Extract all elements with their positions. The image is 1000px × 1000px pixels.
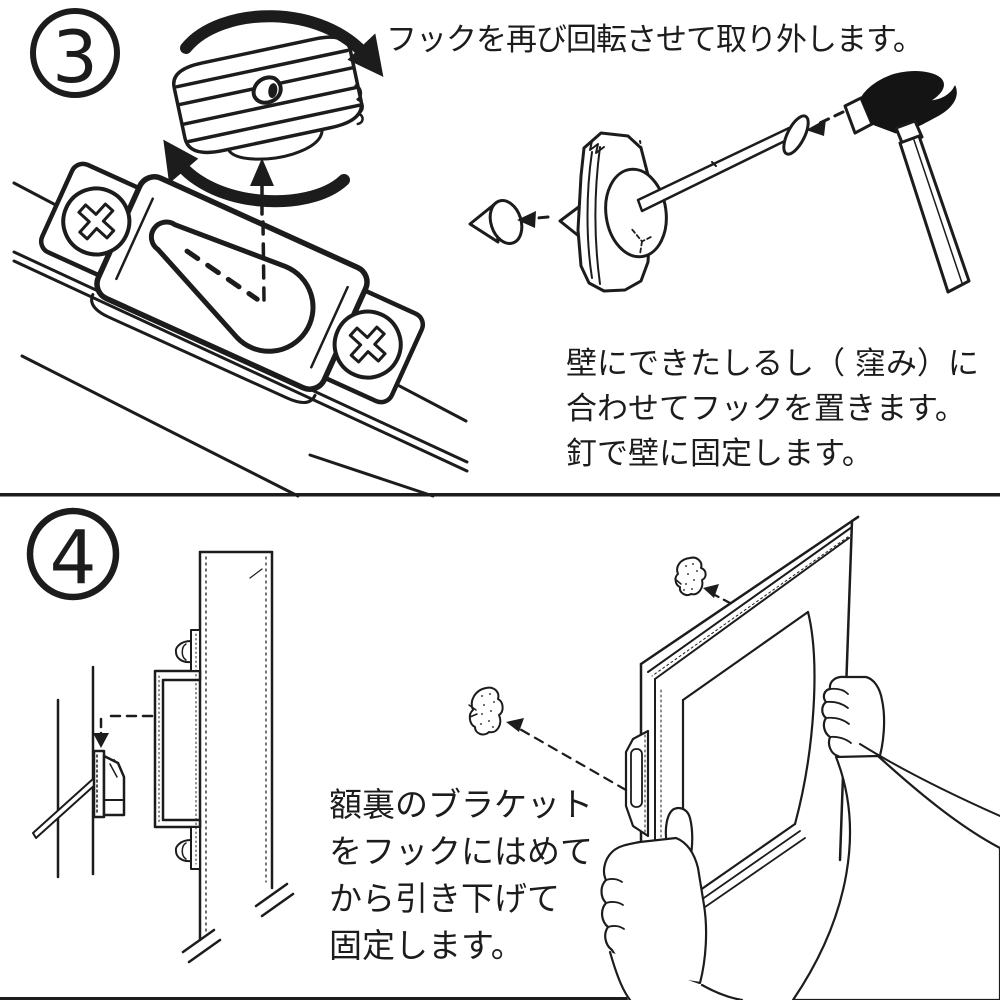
nail-head <box>782 114 810 156</box>
rotation-arrow-bottom <box>163 139 350 208</box>
nail-shaft <box>636 126 795 213</box>
hammer-icon <box>843 71 971 294</box>
teardrop-hole <box>251 75 283 105</box>
caption-line: 合わせてフックを置きます。 <box>566 391 966 427</box>
keyhole-bracket-plate <box>38 161 426 405</box>
caption-line: 額裏のブラケット <box>329 785 593 824</box>
frame-back-bracket <box>624 729 650 838</box>
caption-line: 壁にできたしるし（ 窪み）に <box>566 346 979 382</box>
frame-bar-side <box>181 550 295 964</box>
step3-badge: 3 <box>30 8 120 99</box>
hook-knob <box>604 167 668 259</box>
caption-line: 固定します。 <box>329 926 524 965</box>
nail-point-cone <box>468 199 550 245</box>
step4-badge: 4 <box>26 507 120 601</box>
right-hand <box>821 675 886 770</box>
step3-number: 3 <box>52 15 98 99</box>
left-hand <box>600 806 744 1000</box>
break-marks <box>181 882 295 964</box>
keyhole-slot <box>148 219 316 354</box>
step4-caption: 額裏のブラケット をフックにはめて から引き下げて 固定します。 <box>329 781 593 969</box>
caption-line: 釘で壁に固定します。 <box>566 436 873 472</box>
right-arm <box>791 743 1000 1000</box>
rotating-hook-knob <box>172 35 364 161</box>
picture-frame-with-hands <box>468 515 1000 1000</box>
wall-hook-upper <box>674 556 707 597</box>
step3-diagram: 3 <box>12 8 971 498</box>
step4-number: 4 <box>49 515 96 601</box>
wall-hook-lower <box>468 686 504 736</box>
phillips-screw-left <box>61 186 132 257</box>
wall-side-view <box>32 550 295 964</box>
hammer-handle <box>898 134 971 294</box>
step3-caption-right: 壁にできたしるし（ 窪み）に 合わせてフックを置きます。 釘で壁に固定します。 <box>566 342 979 477</box>
wall-hook-profile <box>92 749 126 819</box>
section-divider <box>0 493 1000 497</box>
hook-arrow-upper <box>703 584 732 605</box>
caption-line: から引き下げて <box>329 879 560 918</box>
hook-arrow-lower <box>506 718 628 792</box>
bracket-channel-side <box>153 629 202 870</box>
hammer-head <box>860 71 957 134</box>
step4-diagram: 4 <box>26 507 1000 1000</box>
caption-line: をフックにはめて <box>329 832 593 871</box>
phillips-screw-right <box>332 309 403 380</box>
step3-caption-top: フックを再び回転させて取り外します。 <box>386 22 924 58</box>
lift-arrow <box>250 158 274 302</box>
rotation-arrow-top <box>180 10 384 77</box>
hook-with-nail <box>558 110 845 293</box>
page-bottom-edge <box>0 997 1000 1000</box>
hang-path-arrow <box>93 714 154 748</box>
